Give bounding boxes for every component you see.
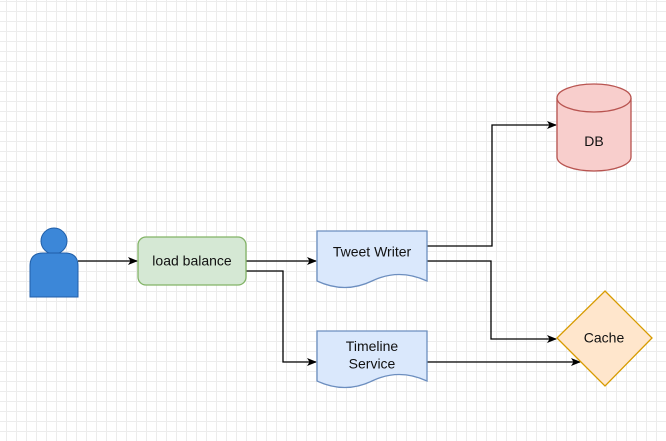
tweet-writer-label: Tweet Writer <box>333 244 412 260</box>
edges <box>78 121 581 366</box>
edge-tweet-writer-to-cache <box>427 260 557 343</box>
db-label: DB <box>584 133 603 149</box>
load-balance-label: load balance <box>152 253 232 269</box>
cache-node[interactable]: Cache <box>556 290 653 387</box>
edge-load-balance-to-timeline-service <box>246 270 317 366</box>
timeline-service-node[interactable]: Timeline Service <box>316 330 428 389</box>
edge-tweet-writer-to-db <box>427 121 557 247</box>
user-actor-icon[interactable] <box>29 227 79 298</box>
timeline-service-label-line-1: Timeline <box>346 338 399 354</box>
load-balance-node[interactable]: load balance <box>137 236 247 286</box>
cache-label: Cache <box>584 330 625 346</box>
timeline-service-label-line-2: Service <box>349 356 396 372</box>
tweet-writer-node[interactable]: Tweet Writer <box>316 230 428 289</box>
db-node[interactable]: DB <box>556 83 632 172</box>
